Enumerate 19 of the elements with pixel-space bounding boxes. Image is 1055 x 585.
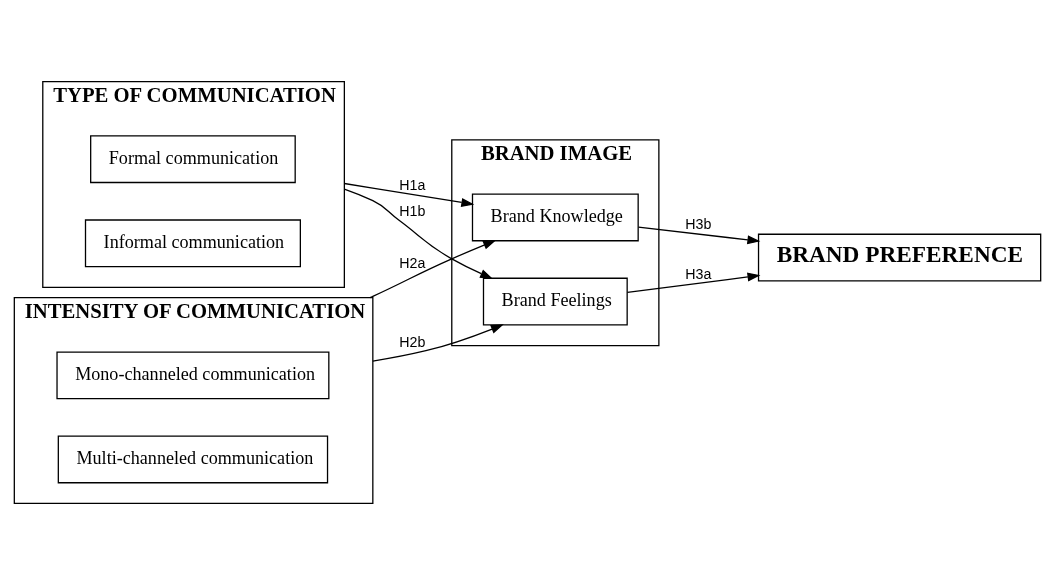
- edge-label: H2b: [399, 333, 426, 350]
- arrow: [369, 240, 497, 299]
- arrow: [626, 272, 761, 294]
- node-box: Brand Knowledge: [471, 193, 639, 242]
- arrow: [343, 188, 494, 279]
- node-box: Informal communication: [84, 219, 301, 268]
- node-box: Multi-channeled communication: [57, 435, 329, 484]
- node-box: Formal communication: [90, 135, 296, 184]
- arrow: [343, 182, 475, 207]
- node-box: Mono-channeled communication: [56, 351, 330, 400]
- edge-label: H2a: [399, 254, 426, 271]
- edge-label: H3b: [685, 215, 712, 232]
- node-box: Brand Feelings: [482, 277, 628, 326]
- arrow: [637, 226, 761, 245]
- arrow: [372, 324, 504, 362]
- edge-label: H1b: [399, 202, 426, 219]
- edge-label: H1a: [399, 176, 426, 193]
- edge-label: H3a: [685, 266, 712, 283]
- node-box: BRAND PREFERENCE: [757, 233, 1042, 282]
